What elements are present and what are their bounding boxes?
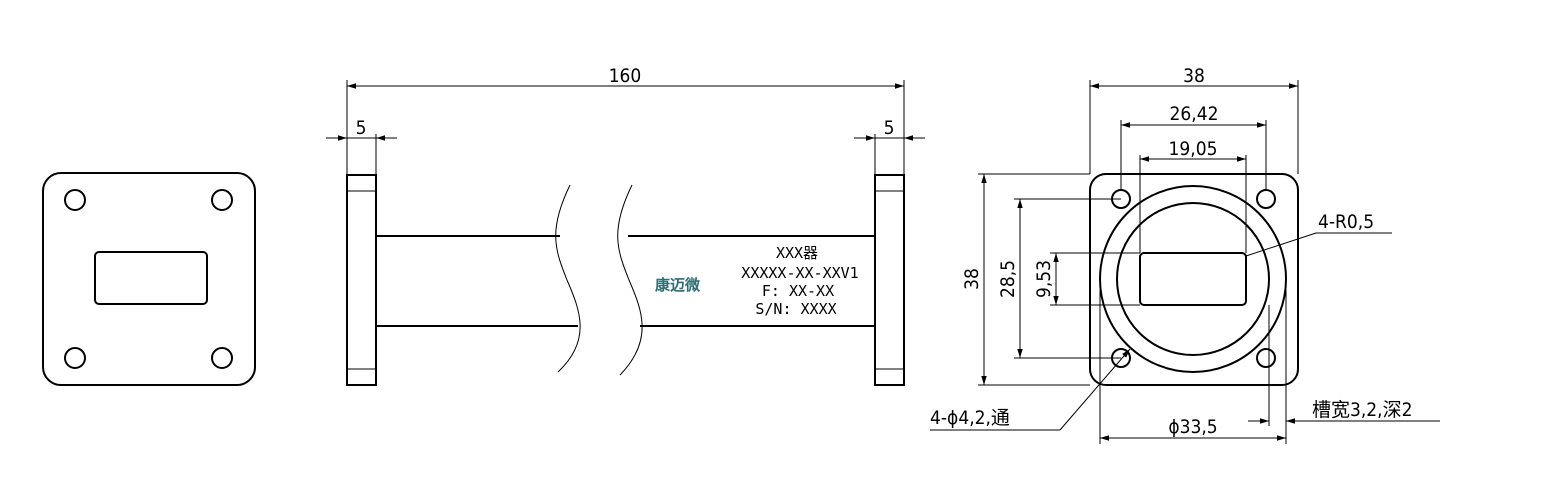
left-bolt-hole-bl [64, 347, 86, 369]
right-flange-outline [1089, 173, 1299, 386]
groove-outer-circle [1099, 185, 1287, 373]
right-bolt-hole-tr [1256, 189, 1276, 209]
label-plate: 康迈微 XXX器 XXXXX-XX-XXV1 F: XX-XX S/N: XXX… [655, 244, 859, 318]
dim-flange-height: 38 [961, 268, 983, 290]
right-waveguide-aperture [1139, 252, 1247, 306]
plate-line-2: XXXXX-XX-XXV1 [741, 264, 858, 282]
callout-through-holes: 4-ϕ4,2,通 [930, 407, 1010, 429]
dim-hole-spacing-v: 28,5 [997, 260, 1019, 298]
dim-groove-diameter: ϕ33,5 [1168, 416, 1217, 438]
dim-flange-thickness-right: 5 [884, 117, 895, 139]
right-flange-view [1089, 173, 1299, 386]
left-bolt-hole-tl [64, 189, 86, 211]
dim-aperture-height: 9,53 [1033, 260, 1055, 298]
break-line-right [617, 184, 643, 376]
side-left-flange [346, 174, 377, 386]
side-view: 康迈微 XXX器 XXXXX-XX-XXV1 F: XX-XX S/N: XXX… [346, 174, 905, 386]
break-line-left [555, 184, 581, 373]
logo-text: 康迈微 [655, 276, 701, 294]
side-right-flange [874, 174, 905, 386]
right-bolt-hole-br [1256, 348, 1276, 368]
left-waveguide-aperture [94, 251, 208, 305]
dim-flange-thickness-left: 5 [356, 117, 367, 139]
right-view-dimensions: 38 26,42 19,05 38 28,5 9,53 ϕ33,5 [930, 65, 1440, 444]
left-flange-view [42, 172, 256, 386]
plate-line-4: S/N: XXXX [755, 300, 836, 318]
groove-inner-circle [1116, 202, 1270, 356]
callout-corner-radius: 4-R0,5 [1318, 211, 1374, 233]
plate-line-1: XXX器 [776, 244, 818, 262]
dim-flange-width: 38 [1183, 65, 1205, 87]
dim-hole-spacing-h: 26,42 [1170, 103, 1219, 125]
left-flange-outline [42, 172, 256, 386]
side-view-dimensions: 160 5 5 [326, 65, 925, 175]
left-bolt-hole-br [211, 347, 233, 369]
dim-overall-length: 160 [609, 65, 642, 87]
plate-line-3: F: XX-XX [762, 282, 834, 300]
left-bolt-hole-tr [211, 189, 233, 211]
callout-groove: 槽宽3,2,深2 [1312, 399, 1412, 421]
dim-aperture-width: 19,05 [1169, 138, 1218, 160]
